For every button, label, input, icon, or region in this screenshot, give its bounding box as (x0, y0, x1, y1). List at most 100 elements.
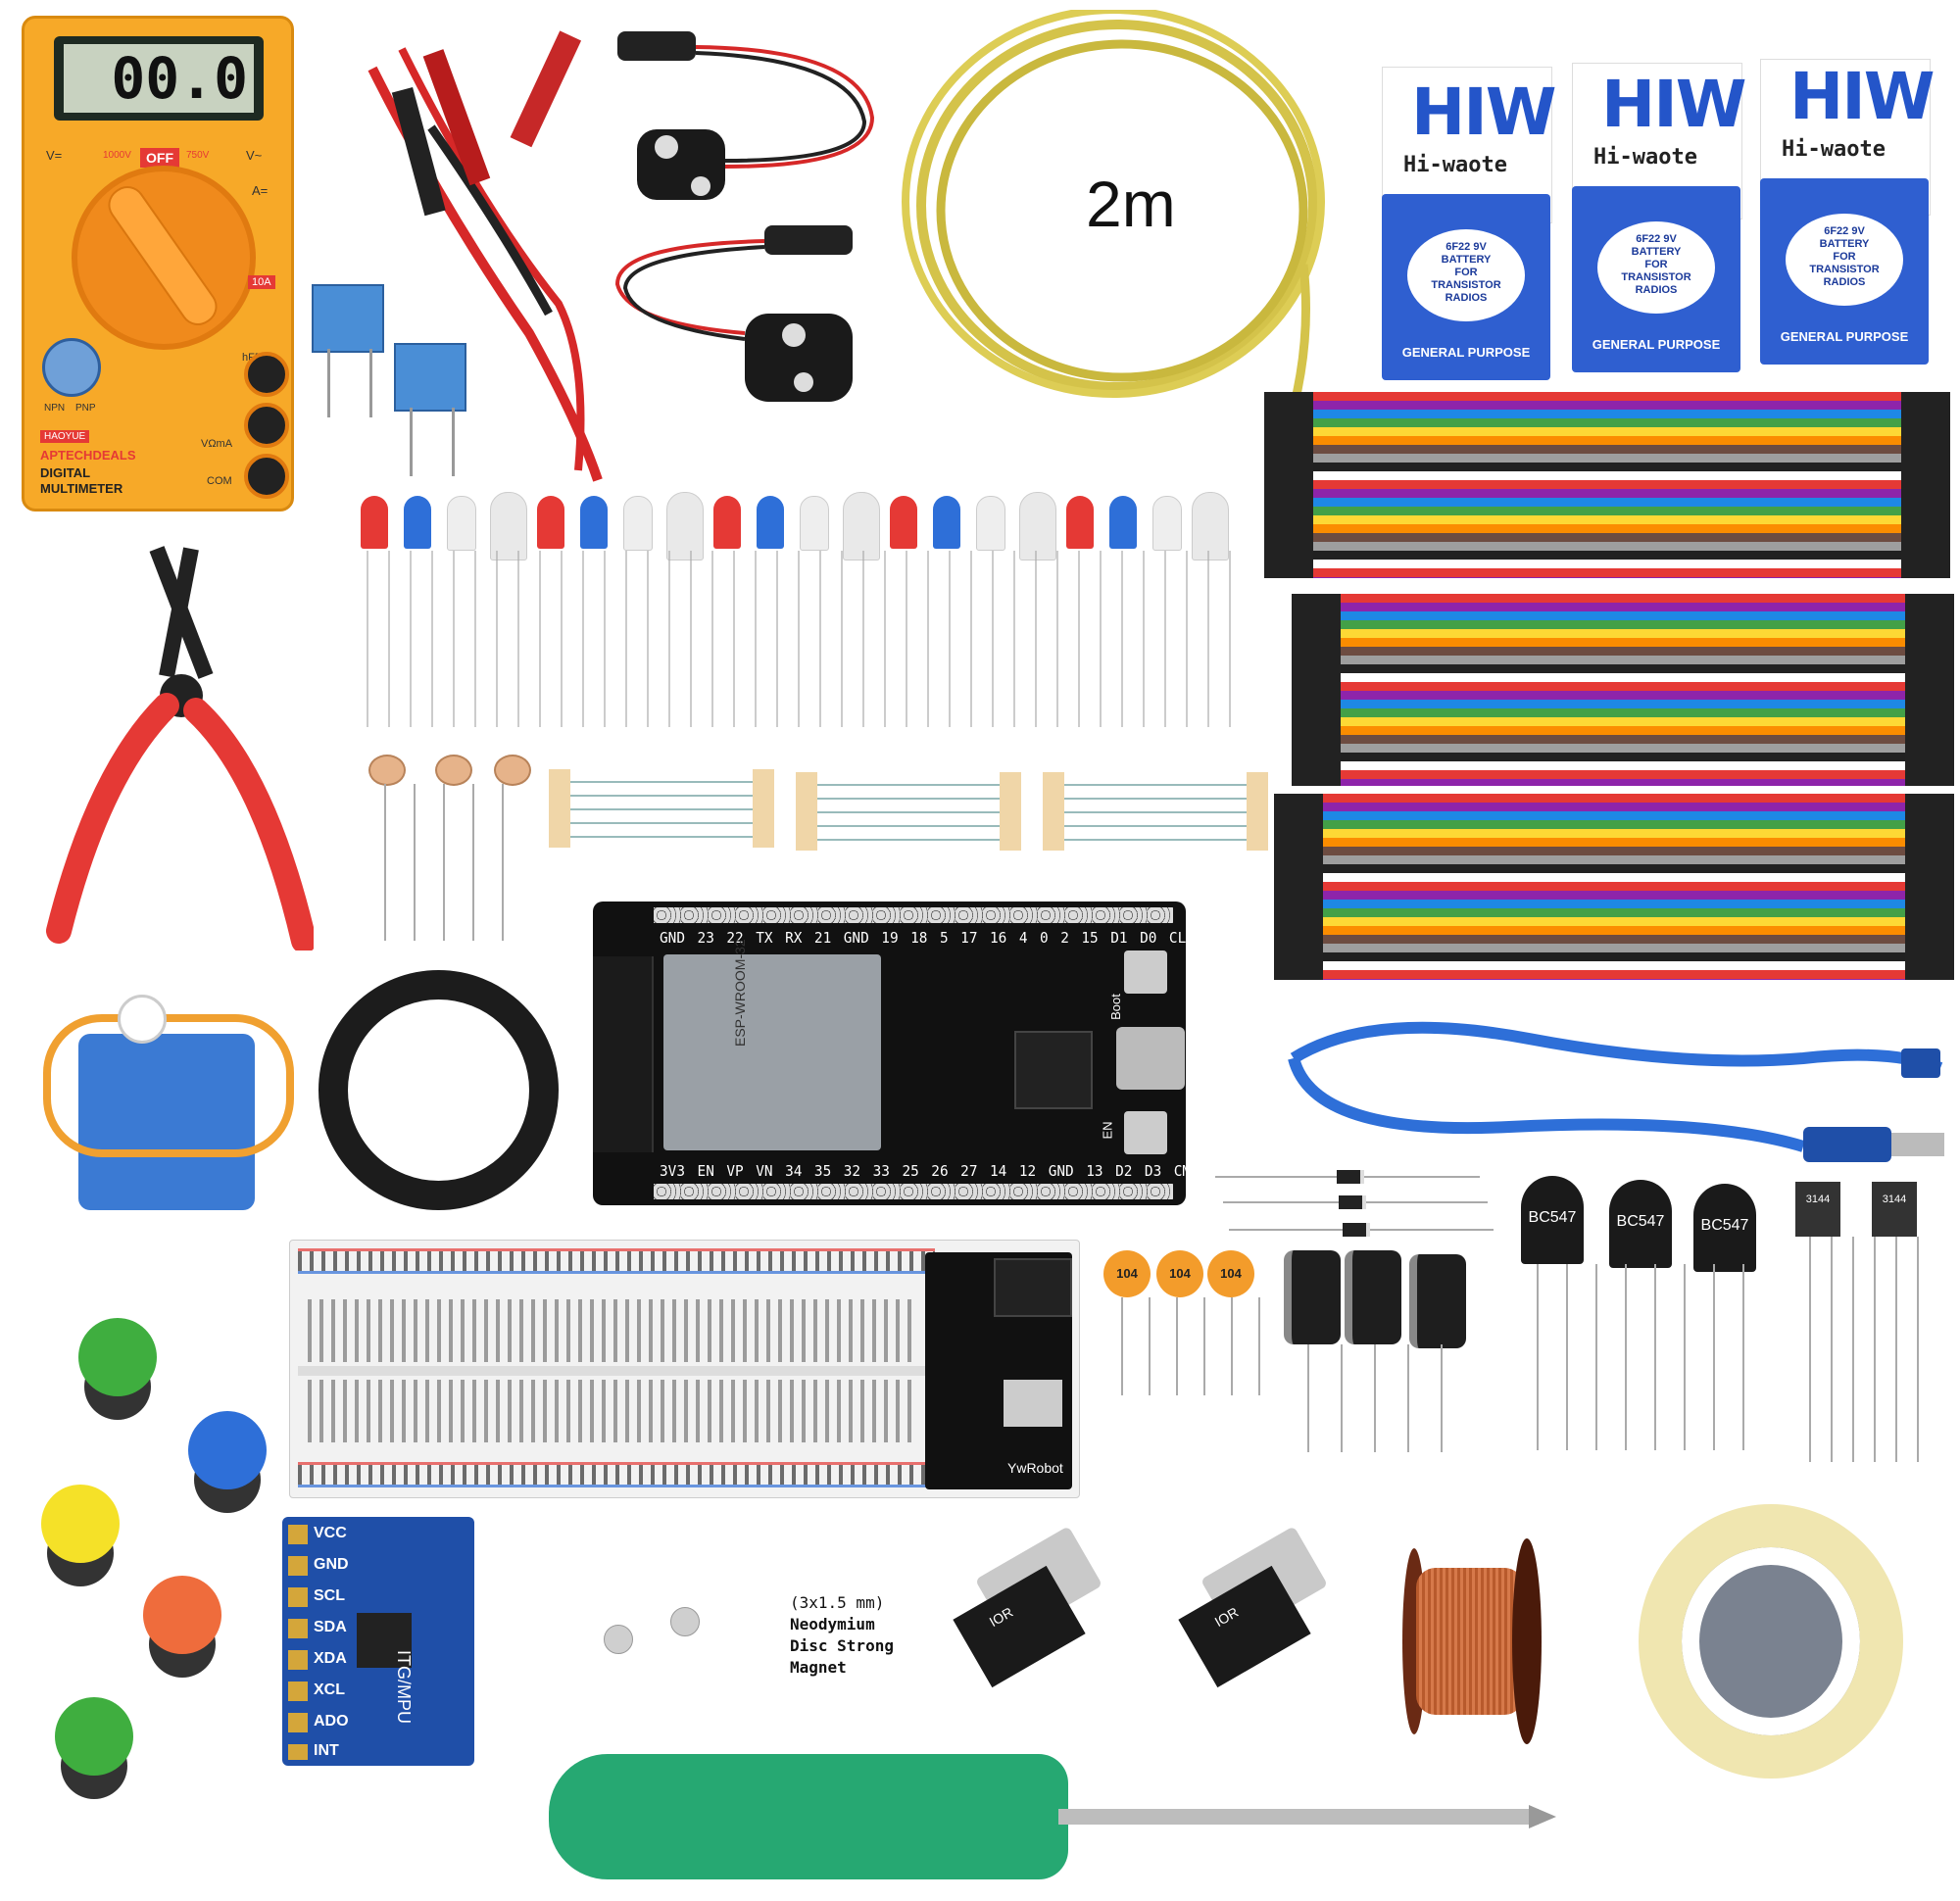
led-red (1066, 496, 1094, 549)
range-label-a-dc: A= (252, 183, 269, 198)
ldr-3 (494, 755, 531, 786)
dial-knob[interactable] (104, 181, 221, 330)
servo-body (78, 1034, 255, 1210)
dial[interactable] (72, 166, 256, 350)
led-red (537, 496, 564, 549)
lcd-display: 00.0 (54, 36, 264, 121)
ceramic-capacitor-2: 104 (1156, 1250, 1203, 1297)
resistor-strip-2 (796, 772, 1021, 851)
tactile-button-yellow[interactable] (41, 1485, 120, 1563)
trimpot-1 (312, 284, 384, 353)
diode-body-1 (1337, 1170, 1364, 1184)
led-leads (353, 551, 1235, 727)
battery-oval: 6F22 9V BATTERY FOR TRANSISTOR RADIOS (1597, 221, 1715, 314)
led-rgb (843, 492, 880, 561)
digital-multimeter: 00.0 OFF V= V~ A= 1000V 750V 10A hFE NPN… (22, 16, 294, 512)
jumper-wires-bundle-2 (1292, 594, 1954, 786)
ldr-2 (435, 755, 472, 786)
mpu-pin-vcc: VCC (314, 1525, 347, 1541)
led-blue (404, 496, 431, 549)
esp32-top-pin-labels: GND 23 22 TX RX 21 GND 19 18 5 17 16 4 0… (660, 929, 1195, 947)
hookup-wire-coil (902, 10, 1325, 443)
en-label: EN (1100, 1121, 1115, 1140)
electrolytic-capacitor-2 (1345, 1250, 1401, 1344)
tactile-button-green-2[interactable] (55, 1697, 133, 1776)
spec-line: TRANSISTOR (1431, 279, 1501, 291)
power-module-brand: YwRobot (1007, 1460, 1063, 1476)
mpu-pin-header (288, 1525, 308, 1760)
battery-body: 6F22 9V BATTERY FOR TRANSISTOR RADIOS GE… (1572, 186, 1740, 372)
model-line-2: MULTIMETER (40, 481, 123, 496)
led-white (800, 496, 829, 551)
esp32-module-label: ESP-WROOM-32 (732, 939, 748, 1047)
capacitor-leads (1103, 1297, 1260, 1395)
esp32-bottom-pin-labels: 3V3 EN VP VN 34 35 32 33 25 26 27 14 12 … (660, 1162, 1229, 1180)
ceramic-capacitor-3: 104 (1207, 1250, 1254, 1297)
battery-brand: HIW (1789, 59, 1936, 134)
power-rail-top (298, 1248, 935, 1274)
resistor-strip-1 (549, 769, 774, 848)
battery-footer: GENERAL PURPOSE (1780, 329, 1909, 344)
tactile-button-green-1[interactable] (78, 1318, 157, 1396)
hall-sensor-3144-2: 3144 (1872, 1182, 1917, 1237)
tactile-button-orange[interactable] (143, 1576, 221, 1654)
battery-body: 6F22 9V BATTERY FOR TRANSISTOR RADIOS GE… (1760, 178, 1929, 365)
hall-sensor-leads (1799, 1237, 1921, 1462)
copper-wire-spool (1396, 1538, 1544, 1744)
boot-button[interactable] (1124, 950, 1167, 994)
mpu-pin-sda: SDA (314, 1619, 347, 1635)
led-red (361, 496, 388, 549)
battery-9v-2: HIW Hi-waote 6F22 9V BATTERY FOR TRANSIS… (1572, 33, 1747, 378)
mpu-pin-ado: ADO (314, 1713, 349, 1730)
battery-sub: Hi-waote (1403, 153, 1507, 177)
spec-line: FOR (1833, 251, 1856, 263)
npn-label: NPN (44, 403, 66, 414)
mpu-pin-int: INT (314, 1742, 339, 1759)
battery-sub: Hi-waote (1782, 137, 1886, 162)
seller-label: APTECHDEALS (40, 448, 136, 463)
power-jack[interactable] (994, 1258, 1072, 1317)
double-sided-foam-tape (1639, 1504, 1903, 1779)
trimpot-leads-2 (410, 408, 455, 476)
battery-snap-connectors (614, 31, 875, 402)
power-module: YwRobot (925, 1252, 1072, 1489)
led-rgb (490, 492, 527, 561)
probe-jack-vomega[interactable] (244, 403, 289, 448)
en-button[interactable] (1124, 1111, 1167, 1154)
screwdriver (549, 1754, 1558, 1881)
tactile-button-blue[interactable] (188, 1411, 267, 1489)
off-label: OFF (140, 148, 179, 168)
wire-length-label: 2m (1086, 168, 1176, 240)
resistor-strip-3 (1043, 772, 1268, 851)
screwdriver-handle (549, 1754, 1068, 1879)
led-blue (580, 496, 608, 549)
magnet-label-line-4: Magnet (790, 1658, 847, 1677)
battery-brand: HIW (1601, 67, 1747, 142)
range-label-750v: 750V (186, 150, 210, 161)
breadboard-with-power-module: YwRobot (289, 1240, 1080, 1498)
brand-badge: HAOYUE (40, 430, 90, 443)
probe-jack-com[interactable] (244, 454, 289, 499)
probe-jack-10a[interactable] (244, 352, 289, 397)
usb-a-port[interactable] (1004, 1380, 1062, 1427)
usb-micro-port (1116, 1027, 1185, 1090)
spec-line: RADIOS (1445, 292, 1488, 304)
spec-line: FOR (1644, 259, 1668, 270)
breadboard-center-channel (298, 1366, 935, 1376)
led-rgb (666, 492, 704, 561)
mpu-pin-gnd: GND (314, 1556, 349, 1573)
usb-uart-chip (1014, 1031, 1093, 1109)
boot-label: Boot (1107, 994, 1123, 1020)
spec-line: RADIOS (1823, 276, 1866, 288)
spec-line: 6F22 9V (1446, 241, 1487, 253)
battery-footer: GENERAL PURPOSE (1592, 337, 1721, 352)
battery-footer: GENERAL PURPOSE (1401, 345, 1531, 360)
range-label-v-ac: V~ (246, 148, 263, 163)
esp32-devkit: GND 23 22 TX RX 21 GND 19 18 5 17 16 4 0… (593, 902, 1229, 1205)
vomegama-label: VΩmA (201, 438, 233, 450)
spool-flange-right (1512, 1538, 1542, 1744)
battery-sub: Hi-waote (1593, 145, 1697, 170)
esp32-pin-header-bottom (654, 1184, 1173, 1199)
diode-body-3 (1343, 1223, 1370, 1237)
servo-cable (43, 1014, 294, 1157)
